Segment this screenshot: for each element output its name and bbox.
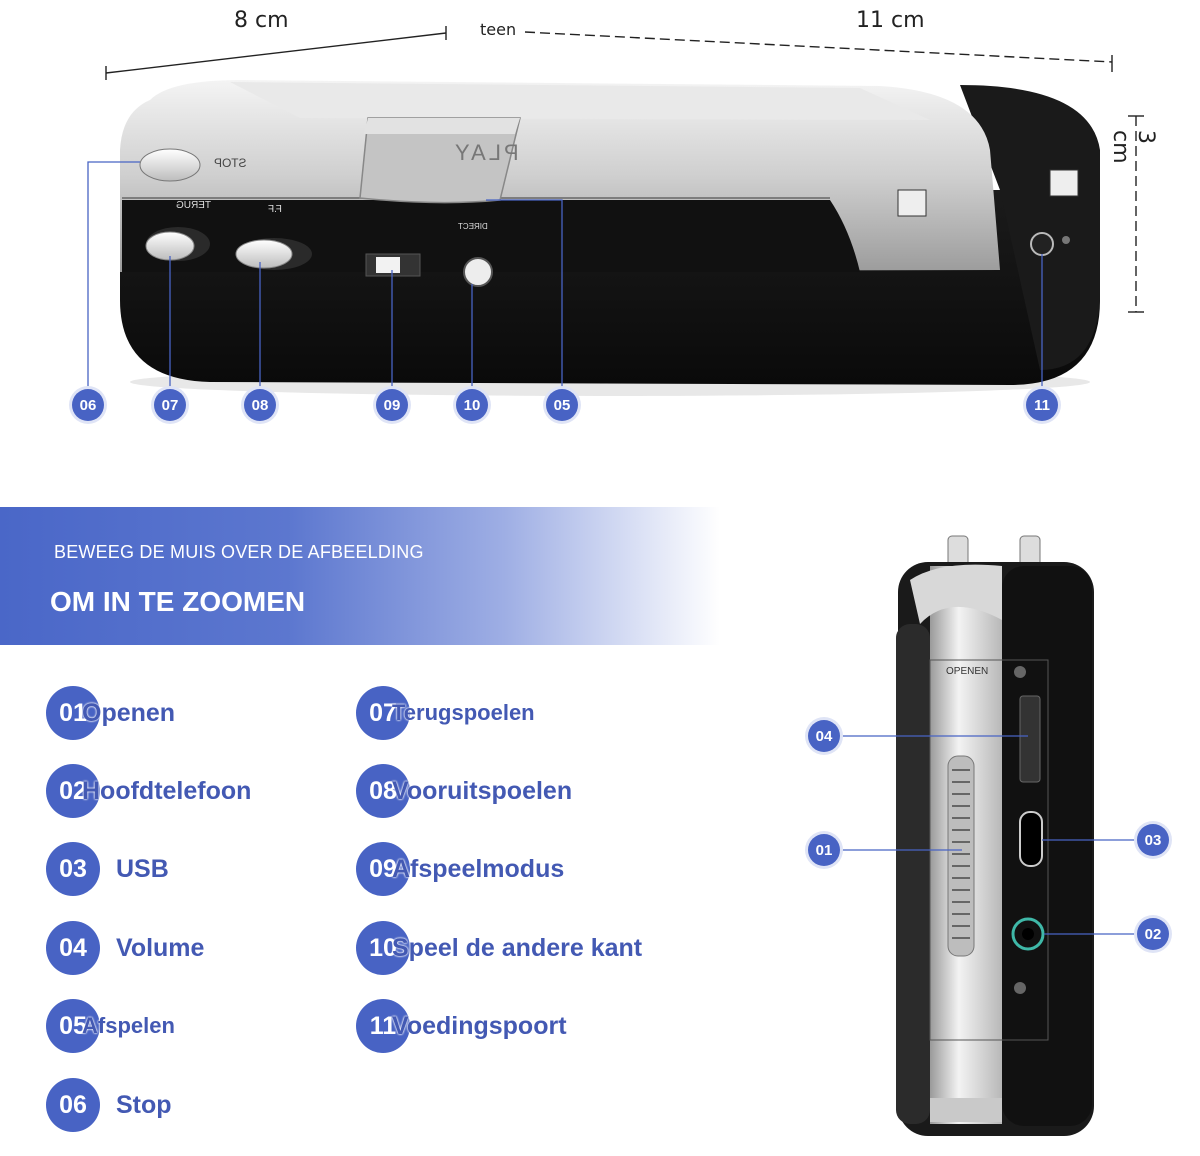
legend-num: 01 [46,686,100,740]
corner-label: teen [480,20,517,39]
legend-label: Afspelen [82,1013,175,1038]
callout-07: 07 [154,389,186,421]
callout-04: 04 [808,720,840,752]
legend-item-11: 11 Voedingspoort [356,999,567,1053]
legend-num: 08 [356,764,410,818]
legend-num: 05 [46,999,100,1053]
cassette-player-front [120,80,1100,396]
callout-02: 02 [1137,918,1169,950]
zoom-banner [0,507,720,645]
legend-label: Voedingspoort [392,1011,567,1040]
legend-label: Stop [116,1090,172,1119]
legend-num: 10 [356,921,410,975]
legend-label: Vooruitspoelen [392,776,573,805]
legend-item-07: 07 Terugspoelen [356,686,535,740]
legend-label: USB [116,854,169,883]
openen-label: OPENEN [946,666,989,677]
legend-label: Speel de andere kant [392,933,643,962]
legend-item-01: 01 Openen [46,686,175,740]
callout-11: 11 [1026,389,1058,421]
legend-label: Hoofdtelefoon [82,776,252,805]
callout-01: 01 [808,834,840,866]
legend-item-04: 04 Volume [46,921,204,975]
legend-item-10: 10 Speel de andere kant [356,921,642,975]
legend-label: Terugspoelen [392,700,535,725]
callout-09: 09 [376,389,408,421]
legend-item-06: 06 Stop [46,1078,172,1132]
callout-03: 03 [1137,824,1169,856]
legend-num: 11 [356,999,410,1053]
cassette-player-side [842,535,1136,1136]
legend-num: 06 [46,1078,100,1132]
width-label: 11 cm [856,8,925,33]
legend-item-08: 08 Vooruitspoelen [356,764,572,818]
legend-num: 07 [356,686,410,740]
legend-label: Volume [116,933,205,962]
legend-item-02: 02 Hoofdtelefoon [46,764,251,818]
depth-label: 8 cm [234,8,289,33]
callout-05: 05 [546,389,578,421]
banner-hint: BEWEEG DE MUIS OVER DE AFBEELDING [54,542,424,562]
legend-num: 03 [46,842,100,896]
banner-title: OM IN TE ZOOMEN [50,586,306,617]
callout-10: 10 [456,389,488,421]
legend-item-03: 03 USB [46,842,169,896]
dimension-lines [105,26,1144,313]
legend-label: Openen [82,698,176,727]
legend-item-09: 09 Afspeelmodus [356,842,564,896]
callout-06: 06 [72,389,104,421]
legend-label: Afspeelmodus [392,854,565,883]
legend-num: 02 [46,764,100,818]
legend-num: 09 [356,842,410,896]
legend-num: 04 [46,921,100,975]
callout-08: 08 [244,389,276,421]
legend-item-05: 05 Afspelen [46,999,175,1053]
top-leader-lines [87,161,1043,390]
